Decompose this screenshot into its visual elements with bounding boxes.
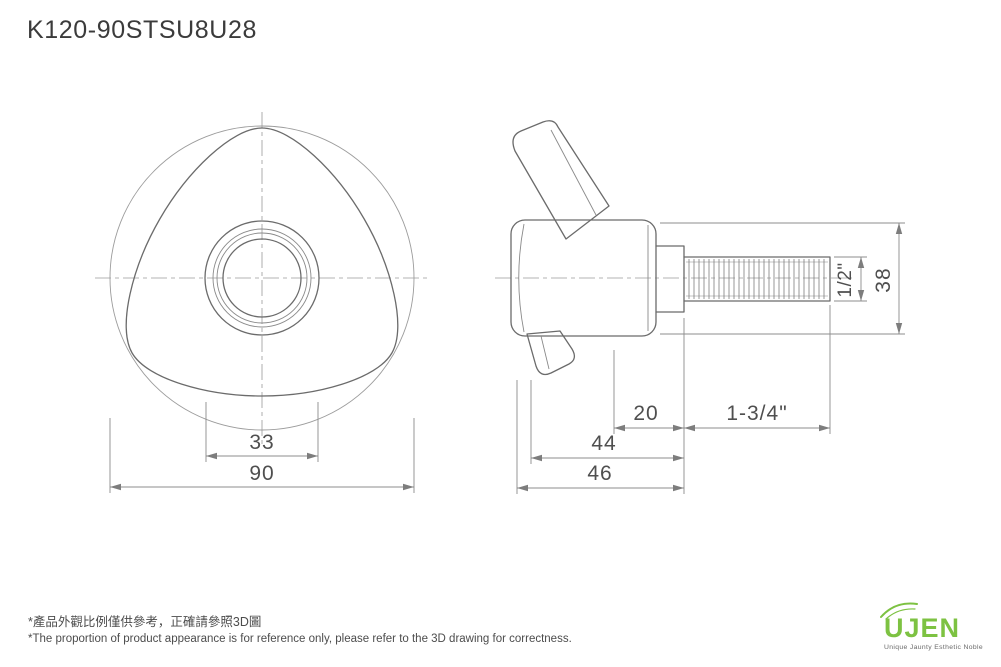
dim-46-label: 46	[587, 462, 612, 485]
side-view: 20 1-3/4" 44 46 1/2"	[495, 120, 905, 494]
dim-33-label: 33	[249, 431, 274, 454]
dim-arrow	[895, 223, 903, 234]
thread-major-circle	[216, 232, 308, 324]
dim-half-label: 1/2"	[835, 262, 856, 297]
knob-front-outline	[125, 127, 399, 397]
dim-134-lines	[684, 305, 831, 434]
dim-134-label: 1-3/4"	[726, 402, 787, 425]
phantom-sweep-circle	[109, 125, 415, 431]
bottom-wing-edge	[540, 335, 550, 370]
thread-hatching	[688, 259, 825, 299]
bore-circle	[222, 238, 302, 318]
dim-arrow	[895, 323, 903, 334]
dim-arrow	[857, 290, 865, 301]
dim-arrow	[531, 454, 542, 462]
dimension-20: 20	[613, 318, 685, 494]
front-centerlines	[95, 112, 430, 448]
footnotes: *產品外觀比例僅供參考，正確請參照3D圖 *The proportion of …	[28, 611, 572, 645]
hub-body	[510, 219, 657, 337]
front-view: 33 90	[95, 112, 430, 493]
dim-arrow	[684, 424, 695, 432]
top-wing-edge	[550, 129, 597, 216]
collar	[655, 245, 685, 313]
dim-arrow	[673, 454, 684, 462]
company-logo: UJEN Unique Jaunty Esthetic Noble	[880, 602, 983, 651]
logo-tagline: Unique Jaunty Esthetic Noble	[884, 644, 983, 651]
note-chinese: *產品外觀比例僅供參考，正確請參照3D圖	[28, 615, 262, 629]
dim-arrow	[517, 484, 528, 492]
dim-46-lines	[516, 380, 684, 494]
dim-20-lines	[613, 318, 685, 494]
dimension-90: 90	[109, 418, 415, 493]
dim-arrow	[614, 424, 625, 432]
dimension-1-3-4: 1-3/4"	[684, 305, 831, 434]
logo-wordmark: UJEN	[884, 613, 961, 643]
thread-outline	[683, 256, 831, 302]
dim-38-lines	[660, 222, 905, 335]
knob-side-profile	[510, 120, 685, 376]
dim-20-label: 20	[633, 402, 658, 425]
note-english: *The proportion of product appearance is…	[28, 633, 572, 645]
dim-arrow	[857, 257, 865, 268]
dim-arrow	[673, 424, 684, 432]
dimension-44: 44	[530, 380, 684, 464]
logo-swoosh-icon	[880, 602, 919, 620]
top-wing	[512, 120, 610, 240]
dimension-33: 33	[205, 402, 319, 462]
dim-90-label: 90	[249, 462, 274, 485]
dim-arrow	[110, 483, 121, 491]
bottom-wing	[526, 330, 576, 376]
dim-arrow	[403, 483, 414, 491]
chamfer-circle	[212, 228, 312, 328]
dimension-38: 38	[660, 222, 905, 335]
dim-arrow	[206, 452, 217, 460]
boss-circle	[204, 220, 320, 336]
hub-bore-circles	[204, 220, 320, 336]
dim-44-label: 44	[591, 432, 616, 455]
dim-38-label: 38	[872, 267, 895, 292]
dimension-46: 46	[516, 380, 684, 494]
thread-minor-lines	[686, 261, 828, 297]
hub-left-contour	[518, 223, 525, 333]
dim-44-lines	[530, 380, 684, 464]
dim-arrow	[819, 424, 830, 432]
dim-arrow	[307, 452, 318, 460]
dim-arrow	[673, 484, 684, 492]
part-number-title: K120-90STSU8U28	[27, 16, 257, 44]
dim-33-lines	[205, 402, 319, 462]
dim-90-lines	[109, 418, 415, 493]
threaded-stud	[683, 256, 831, 302]
dimension-half-inch: 1/2"	[834, 256, 867, 302]
